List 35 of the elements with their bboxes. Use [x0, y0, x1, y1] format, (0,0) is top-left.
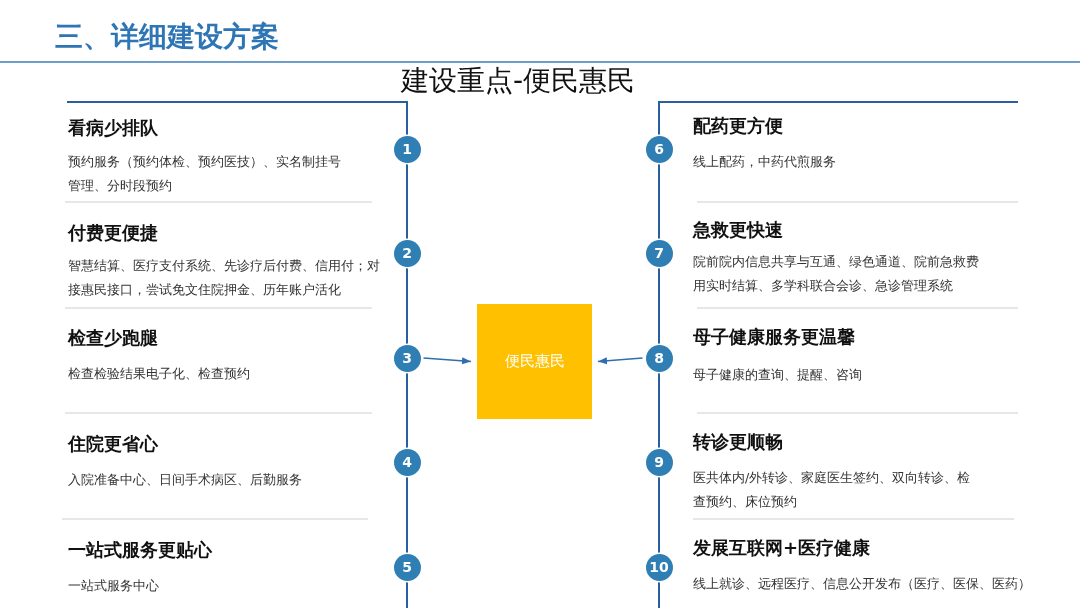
item-description: 一站式服务中心 [68, 577, 160, 595]
arrow [597, 357, 644, 365]
number-badge: 2 [393, 239, 421, 267]
highlight-box: 便民惠民 [477, 304, 592, 419]
item-heading: 发展互联网+医疗健康 [693, 536, 871, 560]
item-heading: 住院更省心 [68, 432, 158, 456]
number-badge: 3 [393, 344, 421, 372]
item-description: 入院准备中心、日间手术病区、后勤服务 [68, 471, 303, 489]
item-description: 线上配药，中药代煎服务 [693, 153, 837, 171]
item-description: 预约服务（预约体检、预约医技）、实名制挂号管理、分时段预约 [68, 153, 342, 195]
number-badge: 9 [645, 448, 673, 476]
item-description: 智慧结算、医疗支付系统、先诊疗后付费、信用付；对接惠民接口，尝试免文住院押金、历年账户活化 [68, 257, 380, 299]
subtitle: 建设重点-便民惠民 [399, 63, 637, 99]
item-description: 线上就诊、远程医疗、信息公开发布（医疗、医保、医药） [693, 575, 1032, 593]
item-description: 医共体内/外转诊、家庭医生签约、双向转诊、检查预约、床位预约 [693, 469, 972, 511]
item-description: 院前院内信息共享与互通、绿色通道、院前急救费用实时结算、多学科联合会诊、急诊管理系统 [693, 253, 979, 295]
number-badge: 8 [645, 344, 673, 372]
number-badge: 10 [645, 553, 673, 581]
item-description: 母子健康的查询、提醒、咨询 [693, 366, 863, 384]
item-heading: 检查少跑腿 [68, 326, 158, 350]
number-badge: 1 [393, 135, 421, 163]
number-badge: 6 [645, 135, 673, 163]
number-badge: 7 [645, 239, 673, 267]
number-badge: 4 [393, 448, 421, 476]
item-heading: 配药更方便 [693, 114, 783, 138]
item-heading: 转诊更顺畅 [693, 430, 783, 454]
arrow [422, 357, 472, 365]
item-heading: 一站式服务更贴心 [68, 538, 212, 562]
number-badge: 5 [393, 553, 421, 581]
item-heading: 看病少排队 [68, 116, 158, 140]
item-heading: 母子健康服务更温馨 [693, 325, 855, 349]
slide-title: 三、详细建设方案 [55, 19, 279, 55]
item-heading: 付费更便捷 [68, 221, 158, 245]
item-description: 检查检验结果电子化、检查预约 [68, 365, 251, 383]
item-heading: 急救更快速 [693, 218, 783, 242]
